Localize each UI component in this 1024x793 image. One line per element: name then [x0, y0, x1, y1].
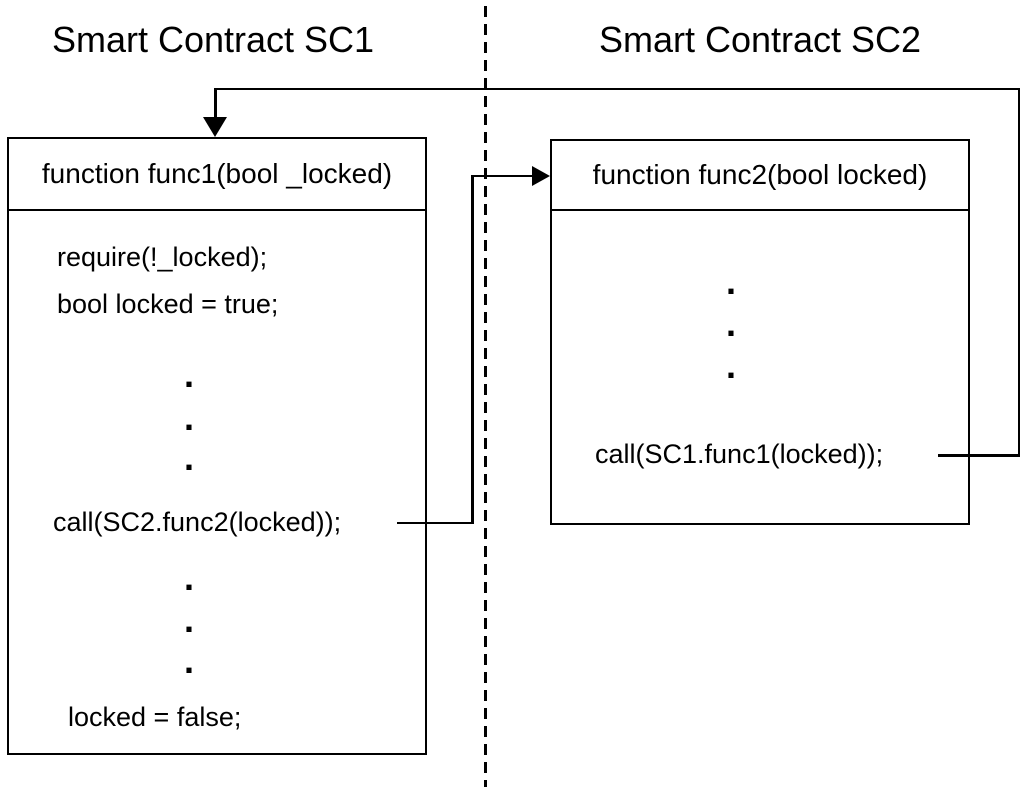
contract-boundary-divider — [484, 6, 487, 787]
func1-box: function func1(bool _locked) — [7, 137, 427, 755]
connector-loop-top-horizontal — [214, 87, 1020, 90]
connector-loop-right-vertical — [1017, 87, 1020, 457]
arrow-down-icon — [203, 117, 227, 137]
ellipsis-dot: . — [183, 437, 194, 478]
ellipsis-dot: . — [183, 599, 194, 640]
connector-sc2call-horizontal — [938, 454, 1020, 457]
connector-mid-horizontal — [471, 174, 532, 177]
connector-sc1call-horizontal — [397, 521, 474, 524]
ellipsis-dot: . — [183, 354, 194, 395]
ellipsis-dot: . — [183, 397, 194, 438]
func2-box: function func2(bool locked) — [550, 139, 970, 525]
code-line-bool-locked: bool locked = true; — [57, 289, 279, 319]
ellipsis-dot: . — [183, 557, 194, 598]
title-sc1: Smart Contract SC1 — [51, 19, 375, 60]
title-sc2: Smart Contract SC2 — [598, 19, 922, 60]
ellipsis-dot: . — [725, 303, 736, 344]
code-line-unlock: locked = false; — [68, 702, 242, 732]
ellipsis-dot: . — [725, 345, 736, 386]
func2-header: function func2(bool locked) — [552, 141, 968, 211]
code-line-require: require(!_locked); — [57, 242, 268, 272]
arrow-right-icon — [532, 166, 550, 186]
connector-loop-drop-vertical — [214, 87, 217, 120]
code-line-call-func2: call(SC2.func2(locked)); — [53, 507, 342, 537]
code-line-call-func1: call(SC1.func1(locked)); — [595, 439, 884, 469]
connector-mid-vertical — [471, 174, 474, 524]
func1-header: function func1(bool _locked) — [9, 139, 425, 211]
ellipsis-dot: . — [725, 261, 736, 302]
ellipsis-dot: . — [183, 640, 194, 681]
